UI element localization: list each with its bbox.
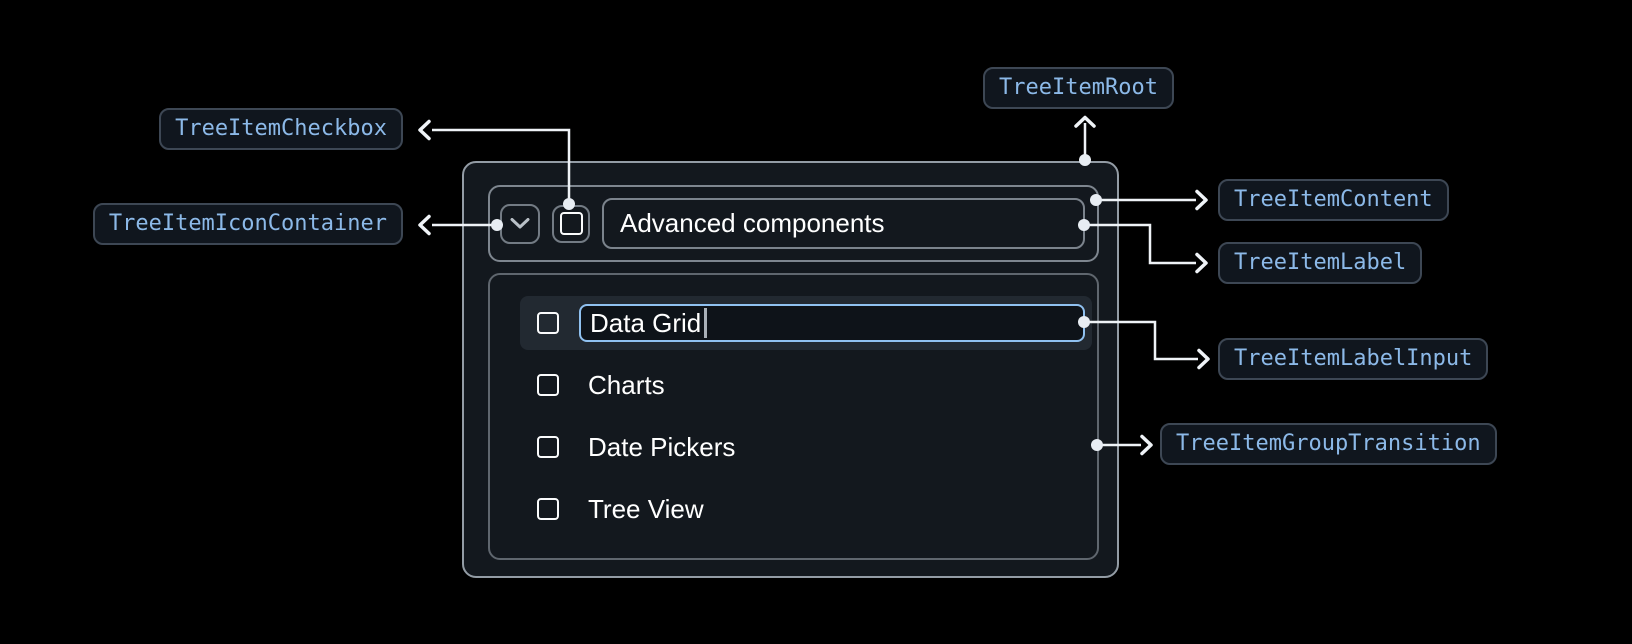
tree-item-icon-container[interactable] (500, 203, 540, 244)
parent-label-text: Advanced components (620, 208, 885, 238)
label-input-value: Data Grid (590, 307, 702, 338)
tree-row-label: Charts (588, 369, 665, 400)
checkbox-unchecked-icon[interactable] (537, 374, 559, 396)
chevron-down-icon (510, 218, 530, 229)
tree-item-checkbox[interactable] (552, 204, 590, 243)
badge-tree-item-label: TreeItemLabel (1218, 242, 1423, 284)
tree-item-label: Advanced components (602, 198, 1085, 249)
arrowhead-right-label-input (1197, 348, 1210, 370)
tree-row-tree-view[interactable]: Tree View (520, 482, 1092, 536)
arrowhead-right-label (1195, 252, 1208, 274)
arrowhead-left-checkbox (418, 119, 431, 141)
checkbox-unchecked-icon[interactable] (537, 436, 559, 458)
arrowhead-left-icon-container (418, 214, 431, 236)
tree-row-date-pickers[interactable]: Date Pickers (520, 420, 1092, 474)
tree-row-label: Date Pickers (588, 431, 736, 462)
tree-item-label-input[interactable]: Data Grid (579, 304, 1085, 342)
tree-item-group-transition: Data Grid Charts Date Pickers Tree View (488, 273, 1099, 560)
arrowhead-right-content (1195, 189, 1208, 211)
arrowhead-up-root (1074, 115, 1096, 128)
checkbox-unchecked-icon[interactable] (537, 312, 559, 334)
badge-tree-item-root: TreeItemRoot (983, 67, 1174, 109)
badge-tree-item-content: TreeItemContent (1218, 179, 1449, 221)
checkbox-unchecked-icon[interactable] (537, 498, 559, 520)
tree-row-charts[interactable]: Charts (520, 358, 1092, 412)
tree-item-content[interactable]: Advanced components (488, 185, 1099, 262)
badge-tree-item-icon-container: TreeItemIconContainer (92, 203, 403, 245)
badge-tree-item-group-transition: TreeItemGroupTransition (1160, 423, 1497, 465)
text-cursor (704, 308, 708, 338)
badge-tree-item-checkbox: TreeItemCheckbox (159, 108, 403, 150)
tree-row-data-grid[interactable]: Data Grid (520, 296, 1092, 350)
tree-row-label: Tree View (588, 493, 704, 524)
tree-item-root: Advanced components Data Grid Charts Dat… (462, 161, 1119, 578)
checkbox-unchecked-icon (559, 212, 583, 235)
badge-tree-item-label-input: TreeItemLabelInput (1218, 338, 1489, 380)
arrowhead-right-group-transition (1140, 434, 1153, 456)
